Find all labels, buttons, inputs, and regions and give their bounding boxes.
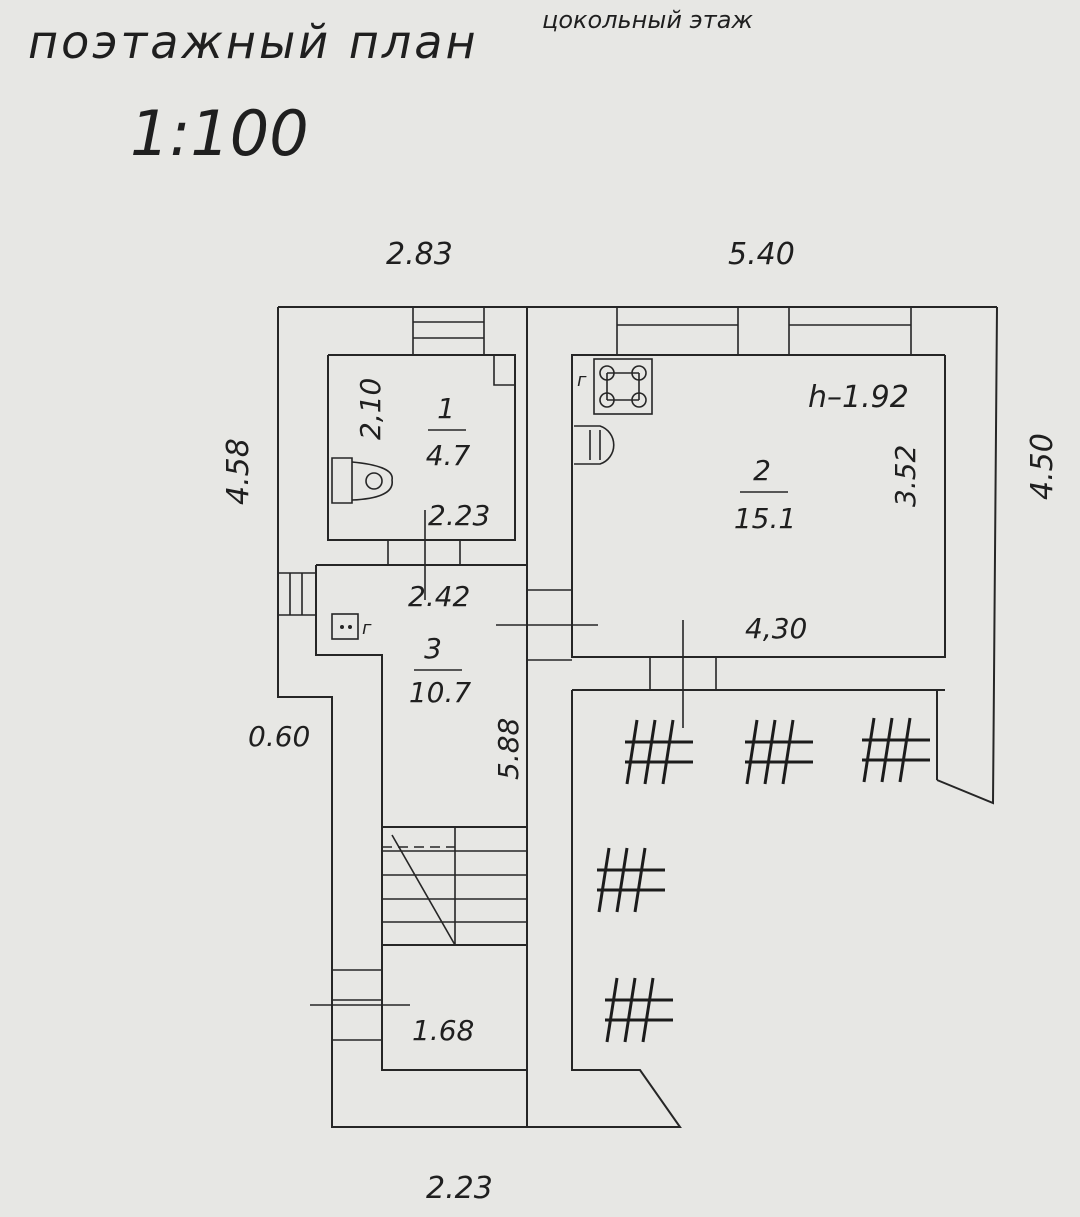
- room-2-area: 15.1: [734, 502, 796, 535]
- dim-left-lower: 0.60: [248, 720, 310, 753]
- hatch-mark: [862, 717, 930, 783]
- toilet-icon: [331, 457, 393, 504]
- room-3-area: 10.7: [409, 676, 472, 709]
- room-1-label: 1 4.7: [426, 392, 471, 472]
- scale-label: 1:100: [130, 97, 309, 170]
- entry-steps: [310, 969, 410, 1041]
- ceiling-height-label: h–1.92: [808, 380, 909, 415]
- floor-label: цокольный этаж: [542, 6, 753, 34]
- dim-top-left: 2.83: [386, 237, 453, 272]
- dim-corridor-width: 2.42: [408, 580, 470, 613]
- hatch-mark: [597, 847, 665, 913]
- staircase: [381, 826, 528, 946]
- window-room1: [412, 307, 485, 355]
- window-corridor: [278, 572, 316, 616]
- dim-room2-width: 4,30: [745, 612, 807, 645]
- walls: [277, 306, 998, 1128]
- window-room2-right: [788, 307, 912, 355]
- dim-bottom: 2.23: [426, 1171, 493, 1206]
- gas-boiler-icon: [331, 613, 359, 640]
- sink-icon: [574, 425, 615, 465]
- hatch-mark: [745, 719, 813, 785]
- dim-left-upper: 4.58: [221, 438, 256, 505]
- dim-room2-height: 3.52: [889, 445, 922, 507]
- dimension-lines: [424, 510, 684, 728]
- stove-icon: [593, 358, 653, 415]
- room-2-label: 2 15.1: [734, 454, 796, 535]
- gas-mark-room2: г: [577, 370, 587, 391]
- dim-right-outer: 4.50: [1025, 433, 1060, 500]
- room-1-number: 1: [437, 392, 455, 425]
- room-3-label: 3 10.7: [409, 632, 472, 709]
- window-room2-left: [616, 307, 739, 355]
- room-2-number: 2: [753, 454, 771, 487]
- dim-room1-width: 2.23: [428, 499, 490, 532]
- dim-stair-length: 5.88: [492, 718, 525, 780]
- dim-entry-width: 1.68: [412, 1014, 474, 1047]
- hatch-marks: [597, 717, 930, 1043]
- room-1-area: 4.7: [426, 439, 471, 472]
- gas-mark-room3: г: [362, 618, 372, 639]
- hatch-mark: [605, 977, 673, 1043]
- room-3-number: 3: [424, 632, 442, 665]
- plan-title: поэтажный план: [28, 15, 479, 69]
- hatch-mark: [625, 719, 693, 785]
- dim-room1-height: 2,10: [354, 378, 387, 440]
- dim-top-right: 5.40: [728, 237, 795, 272]
